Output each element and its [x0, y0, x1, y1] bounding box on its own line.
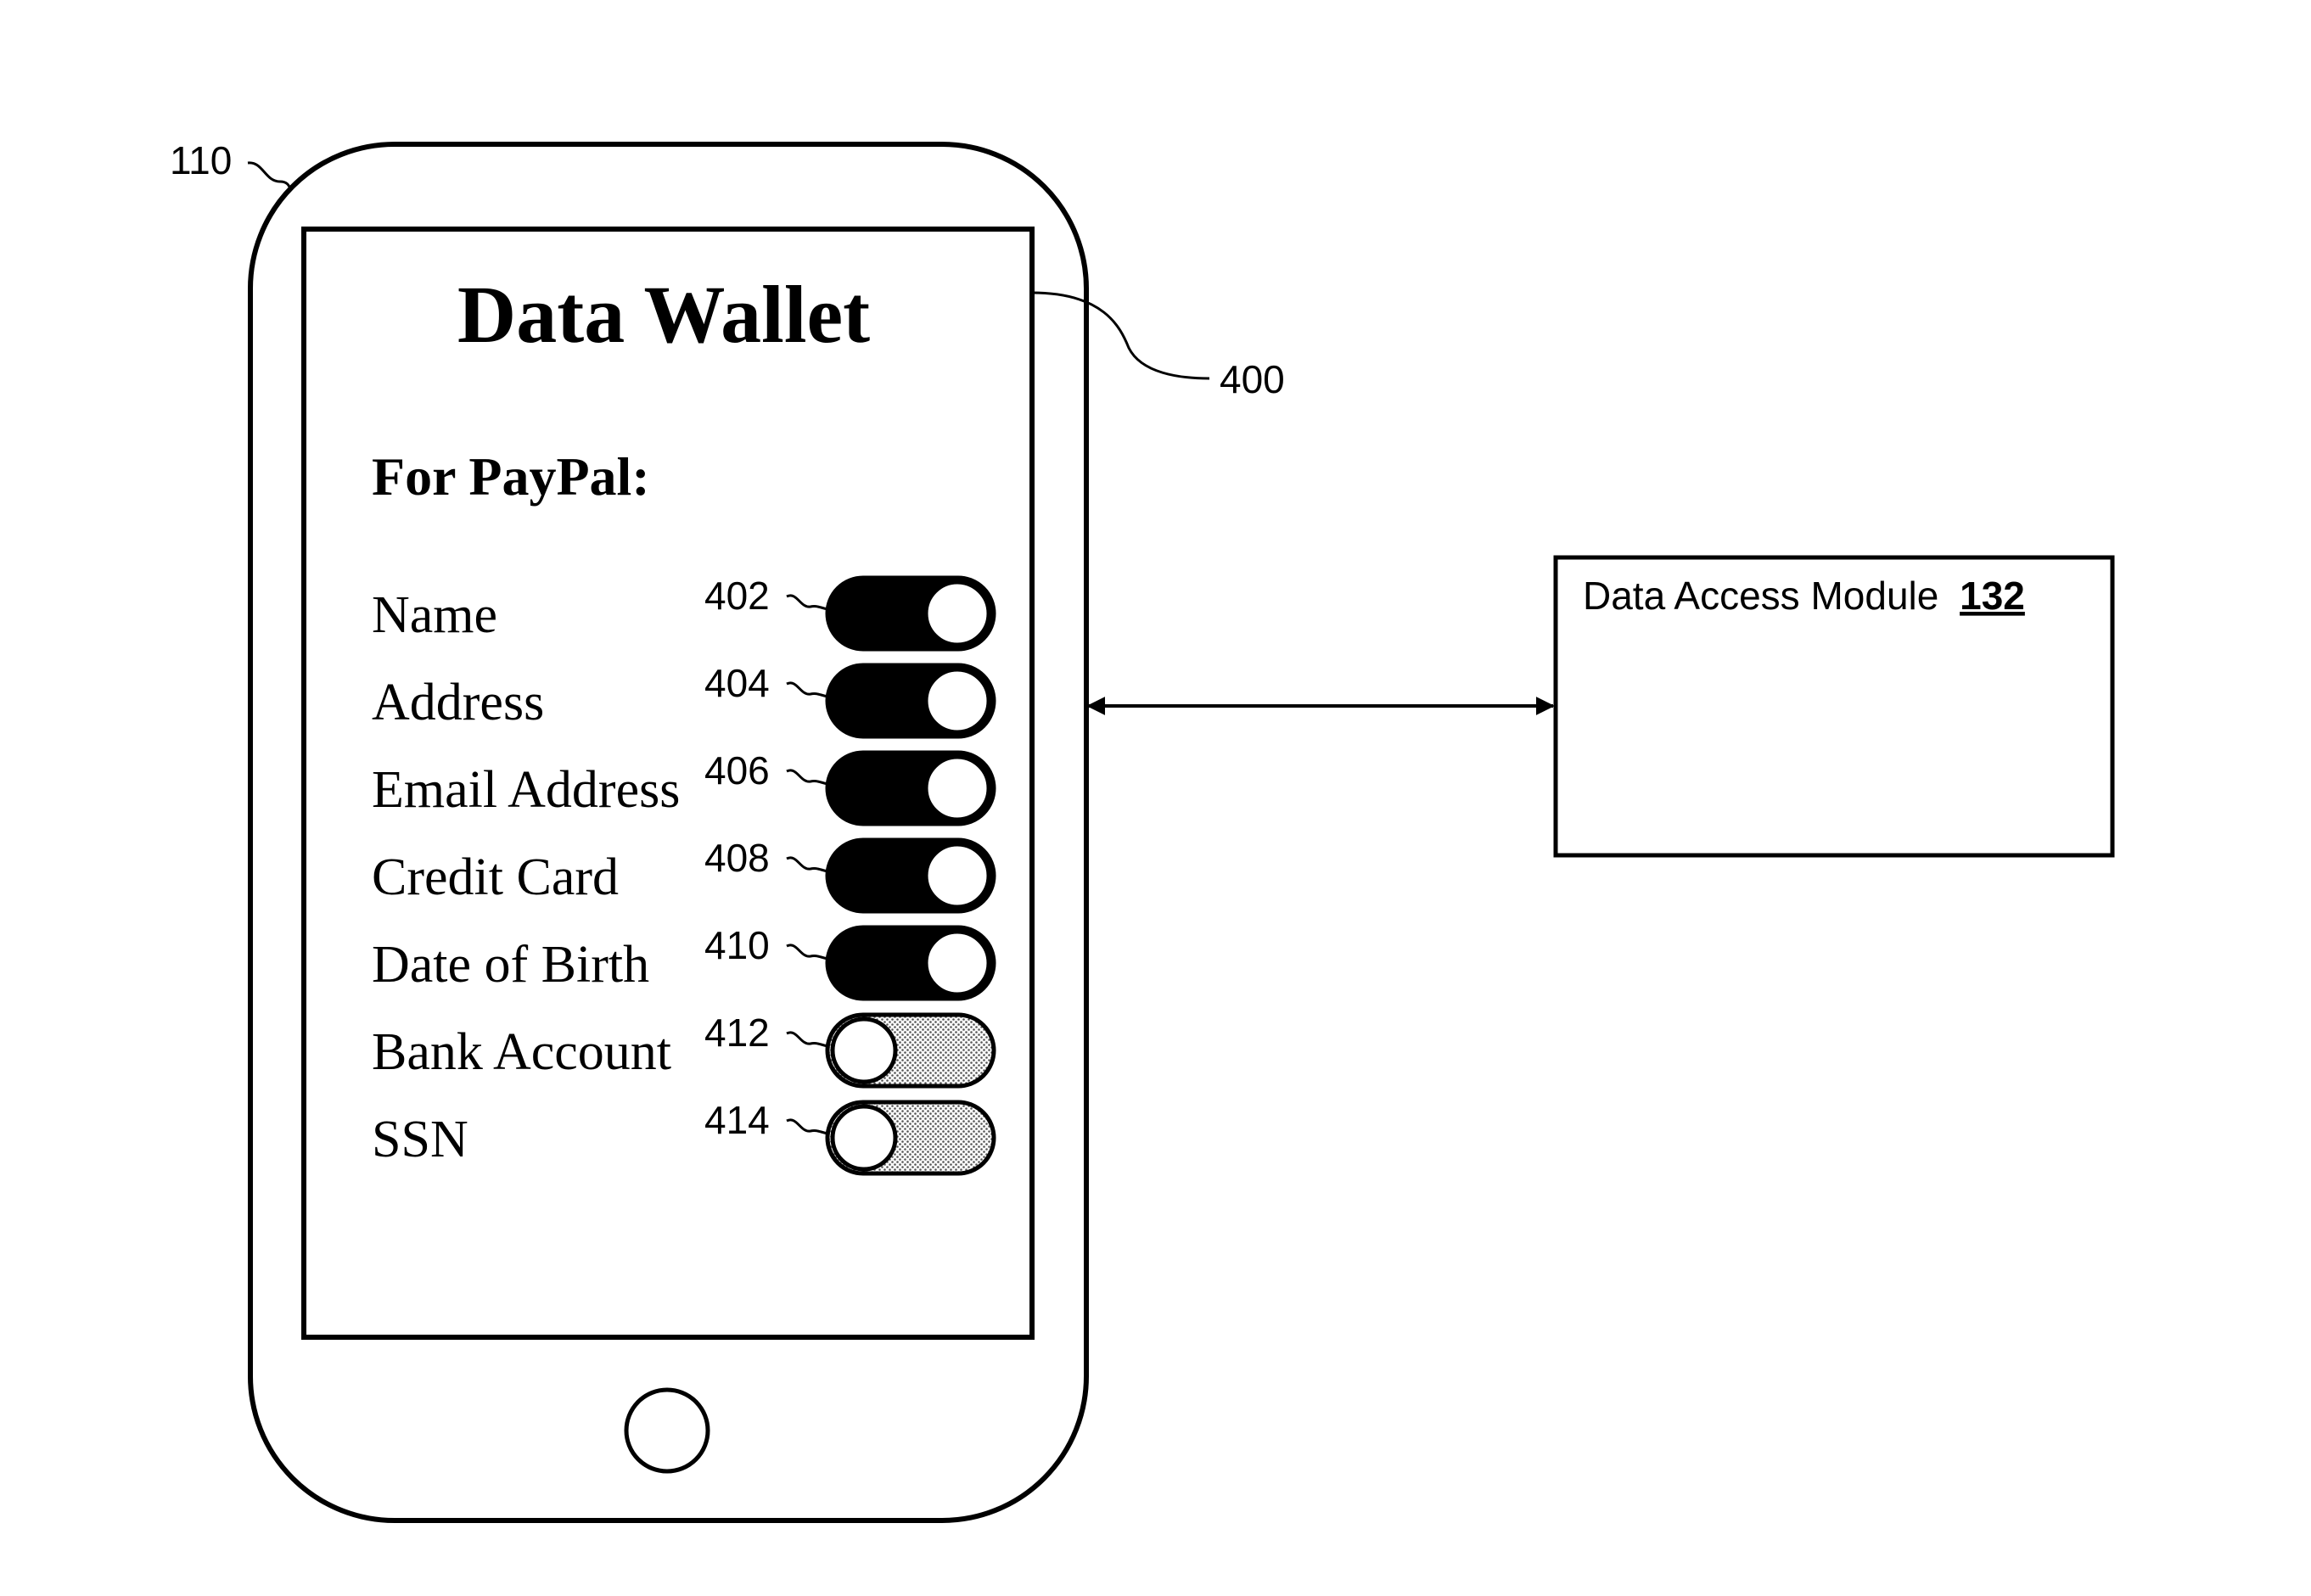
toggle-ssn[interactable] [825, 1100, 996, 1176]
permission-ref-credit-card: 408 [704, 836, 770, 880]
toggle-date-of-birth[interactable] [825, 925, 996, 1001]
toggle-knob-ssn [830, 1104, 898, 1172]
toggle-knob-address [923, 667, 991, 735]
toggle-knob-email-address [923, 754, 991, 822]
module-name: Data Access Module [1583, 574, 1938, 618]
toggle-email-address[interactable] [825, 750, 996, 826]
toggle-name[interactable] [825, 575, 996, 652]
device-ref-label: 110 [170, 138, 232, 182]
toggle-knob-date-of-birth [923, 929, 991, 997]
permission-ref-ssn: 414 [704, 1098, 770, 1142]
toggle-knob-bank-account [830, 1016, 898, 1084]
permission-ref-leader-date-of-birth [786, 944, 833, 961]
permission-ref-bank-account: 412 [704, 1011, 770, 1055]
permission-row-ssn: SSN 414 [372, 1098, 996, 1176]
permission-label-name: Name [372, 586, 497, 644]
module-number: 132 [1960, 574, 2025, 618]
permission-label-bank-account: Bank Account [372, 1023, 671, 1081]
permission-ref-leader-ssn [786, 1118, 833, 1136]
permission-ref-name: 402 [704, 574, 770, 618]
toggle-credit-card[interactable] [825, 837, 996, 914]
permission-ref-email-address: 406 [704, 748, 770, 792]
permission-ref-address: 404 [704, 661, 770, 705]
screen-ref-leader [1031, 291, 1210, 380]
permission-ref-leader-address [786, 681, 833, 699]
screen-ref-label: 400 [1220, 357, 1285, 401]
permission-row-credit-card: Credit Card 408 [372, 836, 996, 914]
permission-label-address: Address [372, 674, 544, 731]
permission-ref-date-of-birth: 410 [704, 923, 770, 967]
permission-ref-leader-credit-card [786, 856, 833, 874]
toggle-knob-credit-card [923, 842, 991, 910]
permission-row-address: Address 404 [372, 661, 996, 739]
permission-row-date-of-birth: Date of Birth 410 [372, 923, 996, 1001]
toggle-address[interactable] [825, 663, 996, 739]
data-access-module-box [1553, 555, 2115, 858]
permission-label-credit-card: Credit Card [372, 848, 619, 906]
permission-row-email-address: Email Address 406 [372, 748, 996, 826]
permission-label-ssn: SSN [372, 1111, 468, 1168]
device-ref-leader [247, 161, 292, 189]
permission-row-bank-account: Bank Account 412 [372, 1011, 996, 1089]
home-button[interactable] [624, 1387, 710, 1474]
permission-ref-leader-name [786, 594, 833, 612]
permission-ref-leader-bank-account [786, 1031, 833, 1049]
screen-title: Data Wallet [457, 269, 870, 360]
screen-subtitle: For PayPal: [372, 446, 650, 507]
toggle-bank-account[interactable] [825, 1012, 996, 1089]
permission-row-name: Name 402 [372, 574, 996, 652]
permission-ref-leader-email-address [786, 769, 833, 787]
permission-label-date-of-birth: Date of Birth [372, 936, 649, 994]
data-access-module-label: Data Access Module 132 [1583, 574, 2025, 618]
toggle-knob-name [923, 580, 991, 647]
permission-label-email-address: Email Address [372, 761, 680, 819]
